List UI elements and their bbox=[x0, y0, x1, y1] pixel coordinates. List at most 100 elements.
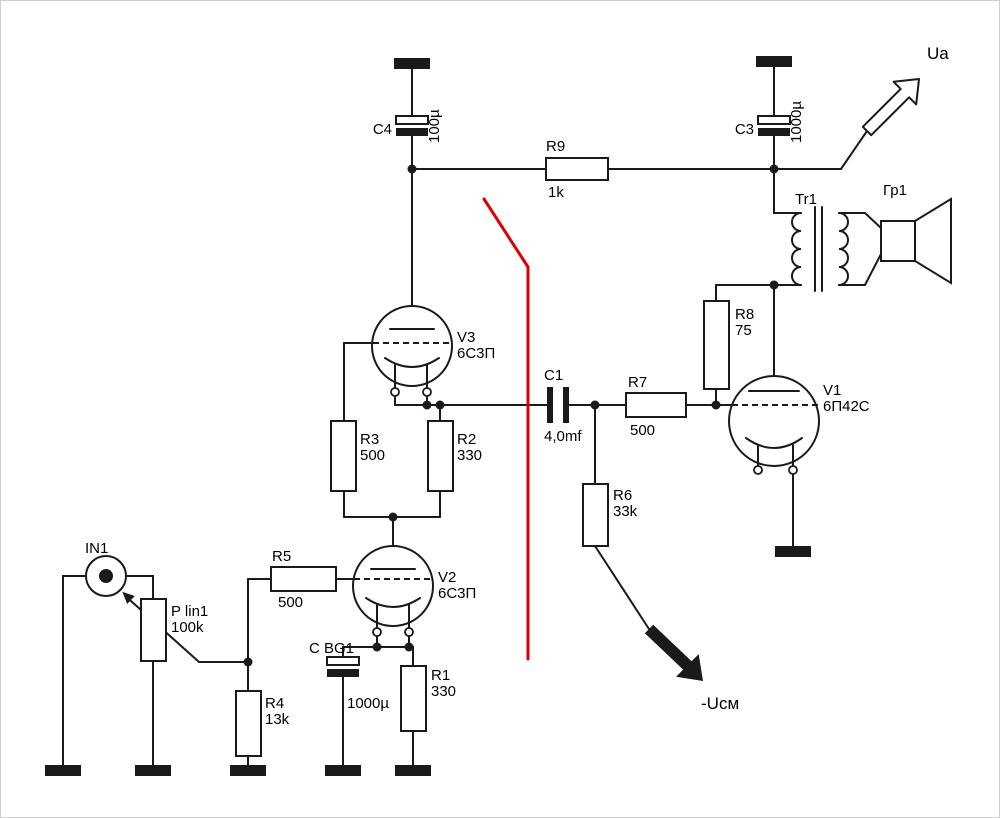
capacitor-plate bbox=[563, 387, 569, 423]
transformer-tr1: Tr1 bbox=[791, 191, 849, 292]
transformer-core bbox=[814, 206, 823, 292]
capacitor-plate bbox=[396, 128, 428, 136]
wire bbox=[594, 545, 650, 630]
junction-dot bbox=[404, 642, 414, 652]
junction-dot bbox=[243, 657, 253, 667]
capacitor-cbg1: C BG1 1000µ bbox=[309, 640, 389, 712]
capacitor-c4: C4 100µ bbox=[373, 109, 443, 143]
wire bbox=[838, 253, 882, 286]
component-value: 1000µ bbox=[788, 101, 805, 143]
ground-icon bbox=[394, 58, 430, 69]
potentiometer-plin1: P lin1 100k bbox=[122, 591, 208, 662]
component-type: 6П42С bbox=[823, 398, 870, 415]
junction-dot bbox=[590, 400, 600, 410]
transformer-secondary-winding bbox=[838, 212, 849, 286]
component-value: 100k bbox=[171, 619, 204, 636]
ground-symbols bbox=[45, 56, 811, 776]
tube-v2: V2 6С3П bbox=[352, 545, 476, 637]
junction-dot bbox=[435, 400, 445, 410]
ground-icon bbox=[395, 765, 431, 776]
resistor-body bbox=[400, 665, 427, 732]
resistor-r3: R3 500 bbox=[330, 420, 385, 492]
speaker-gr1: Гр1 bbox=[880, 182, 952, 285]
speaker-body bbox=[880, 220, 916, 262]
component-ref: IN1 bbox=[85, 540, 108, 557]
component-ref: R3 bbox=[360, 431, 379, 448]
resistor-body bbox=[235, 690, 262, 757]
capacitor-plate bbox=[395, 115, 429, 125]
tube-pin bbox=[404, 627, 414, 637]
component-value: 1k bbox=[548, 184, 564, 201]
component-ref: V1 bbox=[823, 382, 841, 399]
resistor-r2: R2 330 bbox=[427, 420, 482, 492]
tube-cathode bbox=[745, 437, 803, 449]
ground-icon bbox=[325, 765, 361, 776]
capacitor-plate bbox=[327, 669, 359, 677]
ground-icon bbox=[775, 546, 811, 557]
resistor-r6: R6 33k bbox=[582, 483, 638, 547]
resistor-body bbox=[270, 566, 337, 592]
resistor-body bbox=[545, 157, 609, 181]
transformer-primary-winding bbox=[791, 212, 802, 286]
junction-dots bbox=[243, 164, 779, 667]
component-ref: R6 bbox=[613, 487, 632, 504]
junction-dot bbox=[769, 280, 779, 290]
wire bbox=[773, 135, 802, 214]
tube-pin bbox=[422, 387, 432, 397]
resistor-r1: R1 330 bbox=[400, 665, 456, 732]
tube-pin bbox=[390, 387, 400, 397]
resistor-body bbox=[427, 420, 454, 492]
component-value: 75 bbox=[735, 322, 752, 339]
resistor-body bbox=[582, 483, 609, 547]
component-ref: V3 bbox=[457, 329, 475, 346]
tube-pin bbox=[372, 627, 382, 637]
junction-dot bbox=[769, 164, 779, 174]
bias-arrow-ucm: -Uсм bbox=[644, 624, 739, 713]
supply-arrow-icon bbox=[861, 78, 920, 137]
component-type: 6С3П bbox=[438, 585, 476, 602]
component-ref: R7 bbox=[628, 374, 647, 391]
capacitor-plate bbox=[326, 656, 360, 666]
junction-dot bbox=[388, 512, 398, 522]
red-marker-line bbox=[482, 197, 530, 661]
component-value: 500 bbox=[630, 422, 655, 439]
junction-dot bbox=[711, 400, 721, 410]
input-jack-in1: IN1 bbox=[85, 540, 127, 597]
component-value: 330 bbox=[457, 447, 482, 464]
wire bbox=[125, 575, 154, 600]
component-value: 33k bbox=[613, 503, 638, 520]
capacitor-plate bbox=[547, 387, 553, 423]
tube-envelope bbox=[728, 375, 820, 467]
wiper-arrow-icon bbox=[122, 591, 135, 604]
component-ref: P lin1 bbox=[171, 603, 208, 620]
tube-pin bbox=[788, 465, 798, 475]
component-ref: V2 bbox=[438, 569, 456, 586]
junction-dot bbox=[407, 164, 417, 174]
component-value: 100µ bbox=[426, 109, 443, 143]
bias-arrow-icon bbox=[644, 624, 703, 681]
component-ref: R2 bbox=[457, 431, 476, 448]
tube-cathode bbox=[384, 357, 440, 368]
ground-icon bbox=[135, 765, 171, 776]
wire bbox=[838, 212, 882, 229]
tube-cathode-leads bbox=[394, 364, 428, 389]
resistor-body bbox=[703, 300, 730, 390]
wire bbox=[343, 342, 372, 422]
resistor-body bbox=[625, 392, 687, 418]
component-ref: Гр1 bbox=[883, 182, 907, 199]
component-value: 4,0mf bbox=[544, 428, 582, 445]
resistor-r8: R8 75 bbox=[703, 300, 754, 390]
component-value: 1000µ bbox=[347, 695, 389, 712]
junction-dot bbox=[422, 400, 432, 410]
jack-center-pin bbox=[99, 569, 113, 583]
component-value: 330 bbox=[431, 683, 456, 700]
tube-v3: V3 6С3П bbox=[371, 305, 495, 397]
component-ref: R1 bbox=[431, 667, 450, 684]
ground-icon bbox=[45, 765, 81, 776]
component-ref: Tr1 bbox=[795, 191, 817, 208]
ground-icon bbox=[756, 56, 792, 67]
net-label-ucm: -Uсм bbox=[701, 694, 739, 713]
wire bbox=[62, 575, 87, 766]
